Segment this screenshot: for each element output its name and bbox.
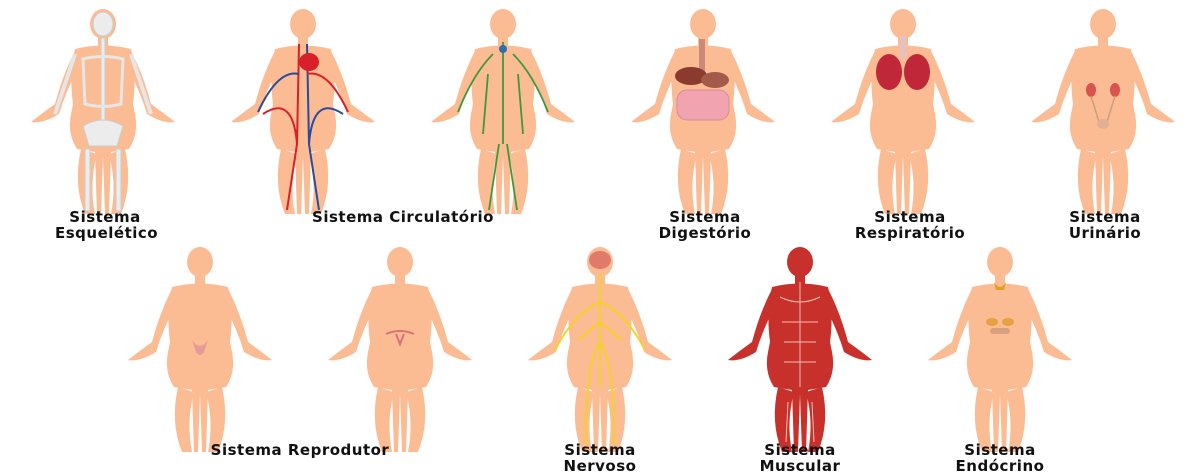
label-nervous: Sistema Nervoso (550, 442, 650, 474)
label-urinary: Sistema Urinário (1050, 209, 1160, 241)
label-line: Sistema (640, 209, 770, 225)
label-line: Sistema (550, 442, 650, 458)
figure-lymphatic (431, 9, 575, 214)
label-line: Sistema (830, 209, 990, 225)
figure-nervous (528, 247, 672, 452)
figure-respiratory (831, 9, 975, 214)
label-muscular: Sistema Muscular (735, 442, 865, 474)
label-line: Respiratório (830, 225, 990, 241)
label-reproductive: Sistema Reprodutor (170, 442, 430, 458)
label-circulatory: Sistema Circulatório (258, 209, 548, 225)
label-endocrine: Sistema Endócrino (930, 442, 1070, 474)
body-silhouette (928, 247, 1072, 452)
figure-digestive (631, 9, 775, 214)
body-silhouette (231, 9, 375, 214)
label-line: Sistema (55, 209, 155, 225)
label-line: Endócrino (930, 458, 1070, 474)
label-line: Sistema (735, 442, 865, 458)
label-skeletal: Sistema Esquelético (55, 209, 155, 241)
body-silhouette (1031, 9, 1175, 214)
figure-endocrine (928, 247, 1072, 452)
label-line: Sistema Reprodutor (170, 442, 430, 458)
node-icon (499, 45, 507, 53)
skeleton-icon (55, 12, 151, 211)
label-line: Sistema (1050, 209, 1160, 225)
label-line: Esquelético (55, 225, 155, 241)
label-line: Nervoso (550, 458, 650, 474)
label-digestive: Sistema Digestório (640, 209, 770, 241)
label-line: Muscular (735, 458, 865, 474)
figure-reproductive-male (128, 247, 272, 452)
figure-skeletal (31, 9, 175, 214)
label-respiratory: Sistema Respiratório (830, 209, 990, 241)
body-silhouette (328, 247, 472, 452)
brain-icon (589, 251, 611, 269)
figure-circulatory (231, 9, 375, 214)
figure-reproductive-female (328, 247, 472, 452)
heart-icon (299, 53, 319, 71)
figure-muscular (728, 247, 872, 452)
label-line: Sistema Circulatório (258, 209, 548, 225)
label-line: Digestório (640, 225, 770, 241)
figure-urinary (1031, 9, 1175, 214)
label-line: Urinário (1050, 225, 1160, 241)
label-line: Sistema (930, 442, 1070, 458)
